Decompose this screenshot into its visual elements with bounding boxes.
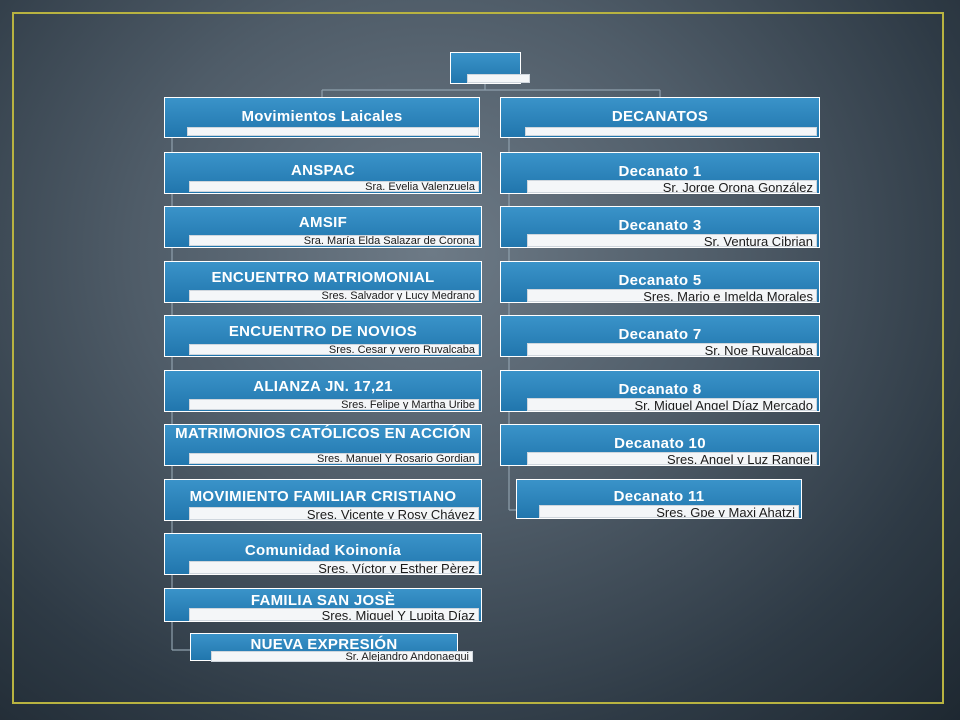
decanato-title: Decanato 8 <box>618 381 702 398</box>
movimiento-person: Sres. Salvador y Lucy Medrano <box>189 290 479 301</box>
decanato-person: Sres. Gpe y Maxi Ahatzi <box>539 505 799 518</box>
movimiento-title: ENCUENTRO DE NOVIOS <box>228 323 418 340</box>
movimiento-title: ENCUENTRO MATRIOMONIAL <box>211 269 435 286</box>
decanato-person: Sr. Jorge Orona González <box>527 180 817 193</box>
movimiento-item: ALIANZA JN. 17,21 Sres. Felipe y Martha … <box>164 370 482 412</box>
decanato-person: Sres. Mario e Imelda Morales <box>527 289 817 302</box>
decanato-title: Decanato 10 <box>614 435 706 452</box>
movimiento-person: Sres. Manuel Y Rosario Gordian <box>189 453 479 464</box>
decanato-person: Sr. Miguel Angel Díaz Mercado <box>527 398 817 411</box>
decanato-item: Decanato 11 Sres. Gpe y Maxi Ahatzi <box>516 479 802 519</box>
decanato-item: Decanato 7 Sr. Noe Ruvalcaba <box>500 315 820 357</box>
decanato-item: Decanato 3 Sr. Ventura Cibrian <box>500 206 820 248</box>
movimiento-item: FAMILIA SAN JOSÈ Sres. Miguel Y Lupita D… <box>164 588 482 622</box>
movimiento-item: ENCUENTRO MATRIOMONIAL Sres. Salvador y … <box>164 261 482 303</box>
movimiento-person: Sra. María Elda Salazar de Corona <box>189 235 479 246</box>
decanato-person: Sr. Ventura Cibrian <box>527 234 817 247</box>
movimiento-item: AMSIF Sra. María Elda Salazar de Corona <box>164 206 482 248</box>
movimiento-item: ENCUENTRO DE NOVIOS Sres. Cesar y vero R… <box>164 315 482 357</box>
decanato-person: Sres. Angel y Luz Rangel <box>527 452 817 465</box>
decanato-title: Decanato 5 <box>618 272 702 289</box>
movimiento-item: Comunidad Koinonía Sres. Víctor y Esther… <box>164 533 482 575</box>
movimiento-person: Sres. Víctor y Esther Pèrez <box>189 561 479 574</box>
decanato-person: Sr. Noe Ruvalcaba <box>527 343 817 356</box>
movimiento-title: FAMILIA SAN JOSÈ <box>250 592 396 609</box>
movimiento-item: ANSPAC Sra. Evelia Valenzuela <box>164 152 482 194</box>
movimiento-title: ANSPAC <box>290 162 356 179</box>
movimiento-person: Sres. Felipe y Martha Uribe <box>189 399 479 410</box>
header-subbar <box>525 127 817 136</box>
movimiento-item: MOVIMIENTO FAMILIAR CRISTIANO Sres. Vice… <box>164 479 482 521</box>
header-title: DECANATOS <box>611 108 709 125</box>
movimiento-title: ALIANZA JN. 17,21 <box>253 378 393 395</box>
header-subbar <box>187 127 479 136</box>
decanato-title: Decanato 3 <box>618 217 702 234</box>
movimiento-title: MATRIMONIOS CATÓLICOS EN ACCIÓN <box>175 425 471 442</box>
top-node-label <box>467 74 530 83</box>
movimiento-item: MATRIMONIOS CATÓLICOS EN ACCIÓN Sres. Ma… <box>164 424 482 466</box>
movimiento-title: Comunidad Koinonía <box>244 542 402 559</box>
decanato-item: Decanato 1 Sr. Jorge Orona González <box>500 152 820 194</box>
decanato-item: Decanato 8 Sr. Miguel Angel Díaz Mercado <box>500 370 820 412</box>
movimientos-laicales-header: Movimientos Laicales <box>164 97 480 138</box>
decanatos-header: DECANATOS <box>500 97 820 138</box>
header-title: Movimientos Laicales <box>241 108 403 125</box>
movimiento-person: Sra. Evelia Valenzuela <box>189 181 479 192</box>
decanato-item: Decanato 5 Sres. Mario e Imelda Morales <box>500 261 820 303</box>
movimiento-item: NUEVA EXPRESIÓN Sr. Alejandro Andonaegui <box>190 633 473 662</box>
top-node <box>450 52 530 84</box>
decanato-title: Decanato 7 <box>618 326 702 343</box>
movimiento-title: MOVIMIENTO FAMILIAR CRISTIANO <box>189 488 457 505</box>
movimiento-title: AMSIF <box>298 214 348 231</box>
decanato-title: Decanato 1 <box>618 163 702 180</box>
movimiento-person: Sres. Vicente y Rosy Chávez <box>189 507 479 520</box>
movimiento-person: Sres. Miguel Y Lupita Díaz <box>189 608 479 621</box>
decanato-item: Decanato 10 Sres. Angel y Luz Rangel <box>500 424 820 466</box>
decanato-title: Decanato 11 <box>613 488 705 505</box>
movimiento-person: Sr. Alejandro Andonaegui <box>211 651 473 662</box>
movimiento-person: Sres. Cesar y vero Ruvalcaba <box>189 344 479 355</box>
movimiento-title: NUEVA EXPRESIÓN <box>250 636 398 653</box>
